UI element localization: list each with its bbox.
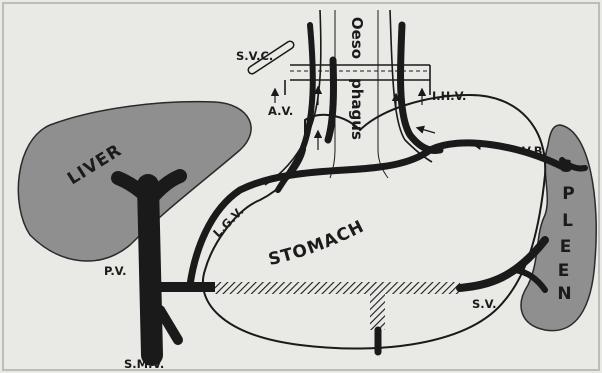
ihv-label: I.H.V. [432, 89, 466, 103]
pv-label: P.V. [104, 264, 126, 278]
spleen-letter: L [562, 211, 574, 231]
smv-branch [160, 310, 178, 340]
sv-label: S.V. [472, 297, 496, 311]
stomach-label: STOMACH [267, 217, 368, 270]
spleen-letter: S [560, 157, 573, 177]
splenic-vein-hatched [215, 282, 460, 294]
av-label: A.V. [268, 104, 293, 118]
spleen-letter: N [557, 284, 572, 304]
vb-label: V.B. [522, 144, 547, 158]
smv-label: S.M.V. [124, 357, 164, 371]
flow-arrow-lgv [418, 128, 435, 133]
oesophagus-inner-right [378, 10, 388, 178]
svc-label: S.V.C. [236, 49, 273, 63]
oesophageal-vein-right [400, 25, 440, 150]
spleen-letter: P [562, 184, 575, 204]
oesophageal-vein-left-inner [328, 60, 333, 140]
spleen-letter: E [558, 261, 571, 281]
oesophagus-label-bottom: phagus [348, 78, 366, 140]
oesophagus-label-top: Oeso [348, 17, 366, 59]
spleen-letter: E [560, 237, 573, 257]
splenic-vein-hatched-drop [370, 290, 385, 330]
portal-vein [148, 185, 152, 355]
